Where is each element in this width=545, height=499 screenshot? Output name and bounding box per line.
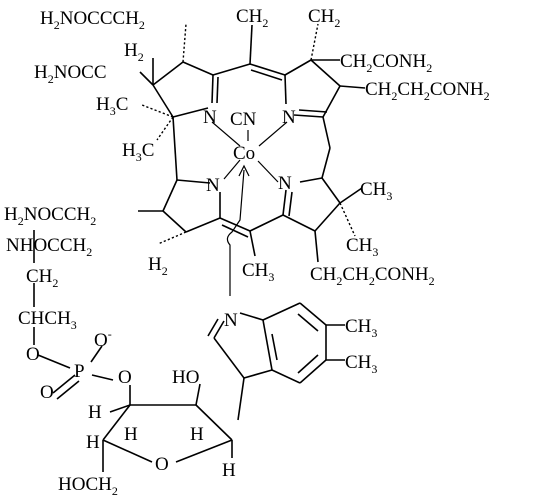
phosphate-o-right-label: O bbox=[118, 367, 132, 388]
ribose-h4-label: H bbox=[86, 432, 100, 453]
right-amide-2-label: CH2​CH2​CONH2​ bbox=[365, 79, 490, 103]
phosphate-o-left-label: O bbox=[26, 344, 40, 365]
hoch2-label: HOCH2​ bbox=[58, 474, 118, 498]
ribose-h5-label: H bbox=[222, 460, 236, 481]
benzimidazole-bonds bbox=[207, 302, 345, 421]
lower-right-chain-label: CH2​CH2​CONH2​ bbox=[310, 264, 435, 288]
ring-d-h2-label: H2​ bbox=[148, 254, 168, 278]
left-amide-label: H2​NOCC bbox=[34, 62, 107, 86]
corrin-ring-bonds bbox=[138, 23, 366, 263]
benz-methyl-2-label: CH3​ bbox=[345, 352, 377, 376]
right-amide-1-label: CH2​CONH2​ bbox=[340, 51, 432, 75]
phosphate-o-minus-label: O- bbox=[94, 327, 112, 351]
n-c-label: N bbox=[278, 173, 292, 194]
cobalt-label: Co bbox=[233, 143, 255, 164]
ribose-oh-label: HO bbox=[172, 367, 199, 388]
left-side-chain-bonds bbox=[33, 230, 114, 400]
top-left-chain-label: H2​NOCCCH2​ bbox=[40, 8, 145, 32]
atom-labels: H2​NOCCCH2​ CH2​ CH2​ H2​ H2​NOCC H3​C C… bbox=[4, 6, 490, 498]
cyano-label: CN bbox=[230, 109, 257, 130]
phosphate-o-double-label: O bbox=[40, 382, 54, 403]
benz-methyl-1-label: CH3​ bbox=[345, 316, 377, 340]
benzimidazole-n-label: N bbox=[224, 310, 238, 331]
ribose-h3-label: H bbox=[190, 424, 204, 445]
n-d-label: N bbox=[206, 175, 220, 196]
ribose-h2-label: H bbox=[124, 424, 138, 445]
amide-link-label: NHOCCH2​ bbox=[6, 235, 92, 259]
ribose-bonds bbox=[102, 383, 233, 472]
cobalt-coordination-bonds bbox=[211, 121, 288, 296]
ch2-link-label: CH2​ bbox=[26, 266, 58, 290]
bridge-methyl-label: CH3​ bbox=[242, 260, 274, 284]
n-b-label: N bbox=[282, 107, 296, 128]
n-a-label: N bbox=[203, 107, 217, 128]
top-methyl-right-label: CH2​ bbox=[308, 6, 340, 30]
ribose-o-label: O bbox=[155, 454, 169, 475]
phosphorus-label: P bbox=[74, 361, 85, 382]
chch3-label: CHCH3​ bbox=[18, 308, 77, 332]
top-methyl-center-label: CH2​ bbox=[236, 6, 268, 30]
ring-c-methyl-2-label: CH3​ bbox=[346, 235, 378, 259]
h3c-lower-label: H3​C bbox=[122, 140, 154, 164]
ring-c-methyl-1-label: CH3​ bbox=[360, 179, 392, 203]
ring-a-h2-label: H2​ bbox=[124, 40, 144, 64]
ribose-h1-label: H bbox=[88, 402, 102, 423]
left-side-amide-label: H2​NOCCH2​ bbox=[4, 204, 96, 228]
ring-a-methyl-label: H3​C bbox=[96, 94, 128, 118]
